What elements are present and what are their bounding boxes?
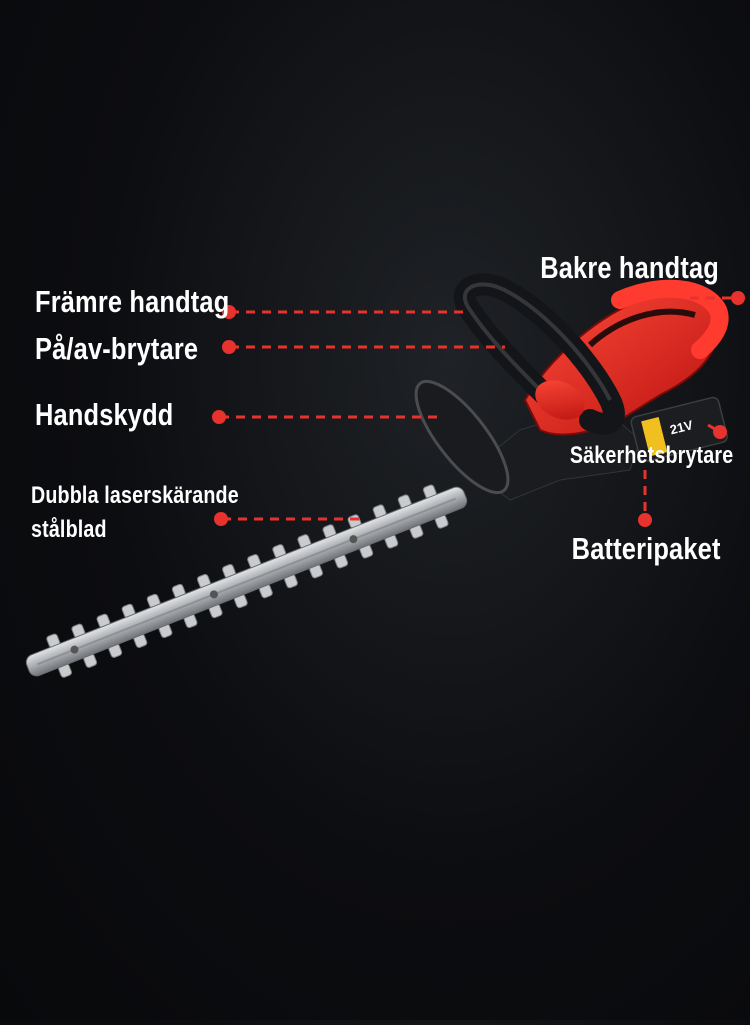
battery-voltage-text: 21V <box>668 417 694 437</box>
rear-handle <box>611 279 729 359</box>
blade-label-line1: Dubbla laserskärande <box>31 482 239 509</box>
safety-switch-label: Säkerhetsbrytare <box>569 442 733 469</box>
battery-pack-drawing: 21V <box>630 396 728 463</box>
rear-handle-dot <box>731 291 745 305</box>
safety-switch-dot <box>713 425 727 439</box>
rear-handle-label: Bakre handtag <box>540 250 719 285</box>
power-switch-dot <box>222 340 236 354</box>
hand-guard-label: Handskydd <box>35 397 174 432</box>
hand-guard-dot <box>212 410 226 424</box>
front-handle-dot <box>222 305 236 319</box>
hand-guard-disc <box>414 379 510 495</box>
blade-label-line2: stålblad <box>31 516 107 543</box>
steel-blade <box>25 484 468 678</box>
battery-pack-label: Batteripaket <box>572 531 721 566</box>
leader-lines <box>220 296 735 521</box>
front-handle-label: Främre handtag <box>35 284 230 319</box>
power-switch-label: På/av-brytare <box>35 331 199 366</box>
battery-pack-dot <box>638 513 652 527</box>
blade-dot <box>214 512 228 526</box>
